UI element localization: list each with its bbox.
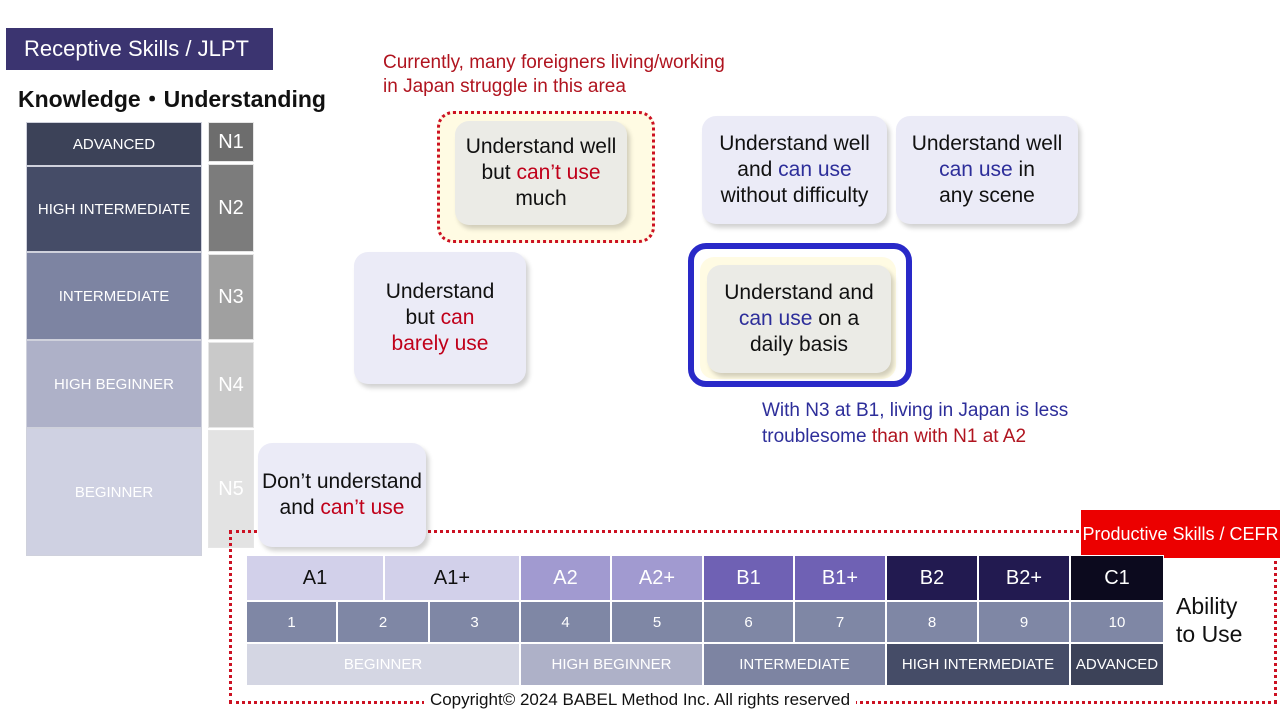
band-high-intermediate: HIGH INTERMEDIATE	[886, 643, 1070, 686]
band-advanced: ADVANCED	[1070, 643, 1164, 686]
page-title: Receptive Skills / JLPT	[6, 28, 273, 70]
comparison-note-line2: troublesome than with N1 at A2	[762, 424, 1068, 450]
card-line: can use in	[939, 157, 1035, 183]
card-keyword: can use	[778, 158, 852, 181]
card-line: without difficulty	[720, 184, 869, 207]
level-advanced: ADVANCED	[26, 122, 202, 166]
card-line: but can	[406, 305, 475, 331]
cefr-a1-plus: A1+	[384, 555, 520, 601]
card-line: Understand well	[465, 135, 617, 158]
scale-number: 9	[978, 601, 1070, 643]
card-any-scene: Understand well can use in any scene	[896, 116, 1078, 224]
cefr-b1: B1	[703, 555, 794, 601]
ability-line2: to Use	[1176, 621, 1243, 647]
card-text: but	[405, 306, 441, 329]
level-high-beginner: HIGH BEGINNER	[26, 340, 202, 428]
band-high-beginner: HIGH BEGINNER	[520, 643, 703, 686]
card-text: on a	[812, 307, 860, 330]
scale-number: 2	[337, 601, 429, 643]
card-line: much	[515, 187, 567, 210]
scale-number: 4	[520, 601, 611, 643]
level-beginner: BEGINNER	[26, 428, 202, 556]
card-without-difficulty: Understand well and can use without diff…	[702, 116, 887, 224]
scale-number: 7	[794, 601, 886, 643]
card-line: but can’t use	[481, 160, 600, 186]
card-keyword: can’t use	[516, 161, 601, 184]
comparison-note: With N3 at B1, living in Japan is less t…	[762, 398, 1068, 450]
cefr-b2-plus: B2+	[978, 555, 1070, 601]
jlpt-n1: N1	[208, 122, 254, 162]
card-daily-basis: Understand and can use on a daily basis	[707, 265, 891, 373]
cefr-b1-plus: B1+	[794, 555, 886, 601]
card-keyword: can use	[939, 158, 1013, 181]
card-line: daily basis	[749, 333, 849, 356]
comparison-note-line1: With N3 at B1, living in Japan is less	[762, 400, 1069, 421]
jlpt-n5: N5	[208, 430, 254, 548]
card-line: and can use	[737, 157, 851, 183]
scale-number: 10	[1070, 601, 1164, 643]
scale-number: 6	[703, 601, 794, 643]
productive-skills-label: Productive Skills / CEFR	[1081, 510, 1280, 558]
card-line: Don’t understand	[262, 470, 422, 493]
comparison-text-red: than with N1 at A2	[866, 426, 1027, 447]
card-line: Understand and	[724, 281, 874, 304]
card-text: but	[481, 161, 517, 184]
card-keyword: can’t use	[320, 496, 405, 519]
card-line: and can’t use	[280, 495, 405, 521]
band-intermediate: INTERMEDIATE	[703, 643, 886, 686]
scale-number: 1	[246, 601, 337, 643]
band-beginner: BEGINNER	[246, 643, 520, 686]
card-text: and	[279, 496, 321, 519]
card-line: barely use	[391, 332, 489, 355]
card-barely-use: Understand but can barely use	[354, 252, 526, 384]
card-line: can use on a	[739, 306, 859, 332]
scale-number: 3	[429, 601, 520, 643]
copyright-label: Copyright© 2024 BABEL Method Inc. All ri…	[423, 690, 857, 709]
ability-line1: Ability	[1176, 593, 1238, 619]
card-line: any scene	[939, 184, 1035, 207]
card-line: Understand well	[719, 132, 870, 155]
cefr-a1: A1	[246, 555, 384, 601]
struggle-note-line1: Currently, many foreigners living/workin…	[383, 52, 725, 73]
scale-number: 5	[611, 601, 703, 643]
jlpt-n3: N3	[208, 254, 254, 340]
comparison-text: troublesome	[762, 426, 867, 447]
scale-number: 8	[886, 601, 978, 643]
card-cant-use-much: Understand well but can’t use much	[455, 121, 627, 225]
jlpt-n2: N2	[208, 164, 254, 252]
card-keyword: can	[440, 306, 475, 329]
card-line: Understand	[385, 280, 495, 303]
copyright-text: Copyright© 2024 BABEL Method Inc. All ri…	[0, 690, 1280, 710]
level-intermediate: INTERMEDIATE	[26, 252, 202, 340]
page-subtitle: Knowledge・Understanding	[18, 86, 326, 112]
ability-to-use-label: Ability to Use	[1176, 592, 1242, 648]
cefr-c1: C1	[1070, 555, 1164, 601]
card-text: in	[1012, 158, 1035, 181]
card-line: Understand well	[911, 132, 1063, 155]
card-text: and	[737, 158, 779, 181]
jlpt-n4: N4	[208, 342, 254, 428]
card-keyword: can use	[738, 307, 813, 330]
card-cant-understand: Don’t understand and can’t use	[258, 443, 426, 547]
level-high-intermediate: HIGH INTERMEDIATE	[26, 166, 202, 252]
struggle-note-line2: in Japan struggle in this area	[383, 76, 626, 97]
struggle-note: Currently, many foreigners living/workin…	[383, 51, 725, 99]
cefr-a2-plus: A2+	[611, 555, 703, 601]
cefr-a2: A2	[520, 555, 611, 601]
cefr-b2: B2	[886, 555, 978, 601]
